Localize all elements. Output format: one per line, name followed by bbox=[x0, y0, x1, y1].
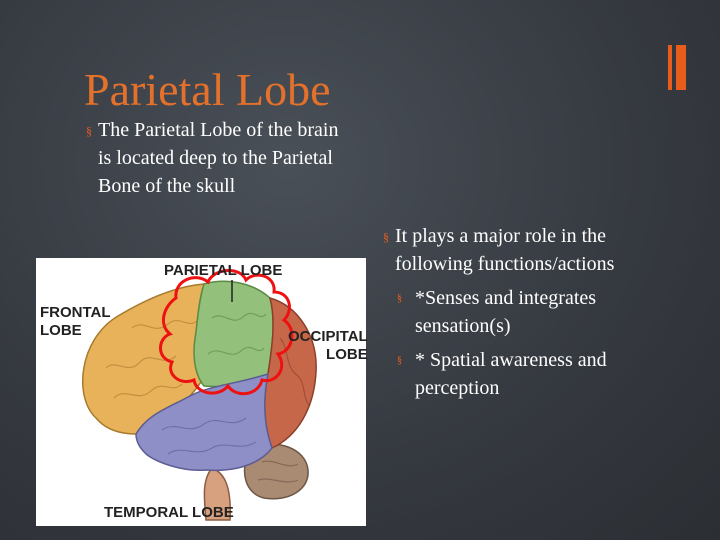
accent-bar-thin bbox=[668, 45, 672, 90]
gyri-lines bbox=[105, 312, 311, 483]
bullet-icon: § bbox=[397, 293, 402, 304]
parietal-lobe-region bbox=[193, 280, 274, 388]
highlight-outline bbox=[159, 269, 294, 396]
bullet-icon: § bbox=[86, 124, 92, 138]
accent-bar-thick bbox=[676, 45, 686, 90]
right-bullet-list: § It plays a major role in the following… bbox=[383, 222, 643, 408]
temporal-lobe-label: TEMPORAL LOBE bbox=[104, 504, 234, 521]
right-bullet-item: § It plays a major role in the following… bbox=[383, 222, 643, 278]
left-bullet-item: § The Parietal Lobe of the brain is loca… bbox=[86, 116, 356, 200]
sub-bullet-item: § *Senses and integrates sensation(s) bbox=[397, 284, 643, 340]
right-bullet-text: It plays a major role in the following f… bbox=[395, 225, 615, 275]
occipital-lobe-region bbox=[263, 296, 317, 450]
brain-stem bbox=[203, 467, 231, 521]
parietal-lobe-label: PARIETAL LOBE bbox=[164, 262, 283, 279]
sub-bullet-text: *Senses and integrates sensation(s) bbox=[415, 287, 597, 337]
bullet-icon: § bbox=[397, 355, 402, 366]
brain-illustration bbox=[82, 269, 317, 521]
frontal-lobe-label: FRONTAL LOBE bbox=[40, 304, 111, 339]
left-bullet-text: The Parietal Lobe of the brain is locate… bbox=[98, 119, 339, 197]
bullet-icon: § bbox=[383, 230, 389, 244]
sub-bullet-text: * Spatial awareness and perception bbox=[415, 349, 607, 399]
sub-bullet-list: § *Senses and integrates sensation(s) § … bbox=[397, 284, 643, 402]
sub-bullet-item: § * Spatial awareness and perception bbox=[397, 346, 643, 402]
brain-diagram: PARIETAL LOBE FRONTAL LOBE OCCIPITAL LOB… bbox=[36, 258, 368, 526]
occipital-lobe-label: OCCIPITAL LOBE bbox=[288, 328, 368, 363]
slide-title: Parietal Lobe bbox=[84, 64, 331, 115]
